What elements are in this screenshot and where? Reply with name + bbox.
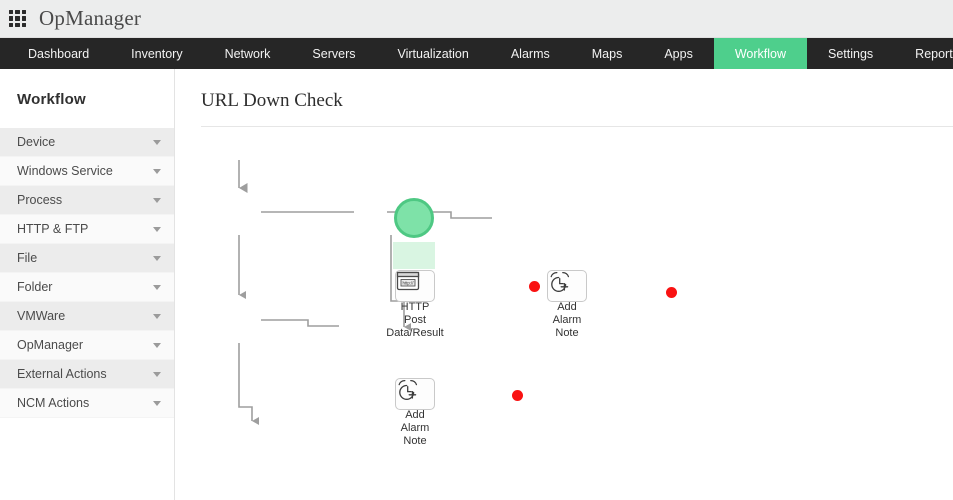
apps-grid-icon[interactable] <box>9 10 26 27</box>
workflow-content: URL Down Check <box>175 69 953 500</box>
nav-item-network[interactable]: Network <box>224 46 271 61</box>
nav-item-settings[interactable]: Settings <box>828 46 874 61</box>
label-line: Add <box>557 301 577 313</box>
main-navigation: Dashboard Inventory Network Servers Virt… <box>0 38 953 69</box>
workflow-canvas: http:// HTTP Post Data/Result <box>175 69 953 500</box>
nav-item-maps[interactable]: Maps <box>591 46 623 61</box>
sidebar-item-label: HTTP & FTP <box>17 222 89 236</box>
workflow-node-add-alarm-note-1-label: Add Alarm Note <box>519 301 615 340</box>
sidebar-item-windows-service[interactable]: Windows Service <box>0 157 174 186</box>
sidebar-item-vmware[interactable]: VMWare <box>0 302 174 331</box>
nav-item-servers[interactable]: Servers <box>312 46 356 61</box>
chevron-down-icon <box>153 342 161 348</box>
app-title: OpManager <box>39 6 142 30</box>
workflow-endpoint-2[interactable] <box>666 287 677 298</box>
browser-window-http-icon: http:// <box>396 271 420 291</box>
chevron-down-icon <box>153 255 161 261</box>
label-line: Alarm <box>400 422 430 434</box>
workflow-endpoint-3[interactable] <box>512 390 523 401</box>
nav-item-workflow[interactable]: Workflow <box>713 38 807 69</box>
chevron-down-icon <box>153 168 161 174</box>
sidebar-item-file[interactable]: File <box>0 244 174 273</box>
chevron-down-icon <box>153 371 161 377</box>
label-line: HTTP <box>400 301 430 313</box>
svg-text:http://: http:// <box>403 280 415 285</box>
workflow-node-http-post-label: HTTP Post Data/Result <box>367 301 463 340</box>
start-transition-highlight <box>393 242 435 269</box>
sidebar-item-label: Folder <box>17 280 53 294</box>
chevron-down-icon <box>153 284 161 290</box>
workflow-endpoint-1[interactable] <box>529 281 540 292</box>
sidebar-item-label: VMWare <box>17 309 66 323</box>
sidebar-item-opmanager[interactable]: OpManager <box>0 331 174 360</box>
nav-item-virtualization[interactable]: Virtualization <box>397 46 469 61</box>
label-line: Note <box>555 327 579 339</box>
alarm-clock-plus-icon <box>398 379 418 400</box>
label-line: Data/Result <box>386 327 444 339</box>
nav-item-apps[interactable]: Apps <box>664 46 693 61</box>
sidebar-item-process[interactable]: Process <box>0 186 174 215</box>
page-title: URL Down Check <box>201 90 343 111</box>
sidebar: Workflow Device Windows Service Process … <box>0 69 175 500</box>
chevron-down-icon <box>153 313 161 319</box>
workflow-start-node[interactable] <box>394 198 434 238</box>
sidebar-item-label: Windows Service <box>17 164 113 178</box>
chevron-down-icon <box>153 139 161 145</box>
workflow-node-add-alarm-note-1[interactable] <box>547 270 587 302</box>
chevron-down-icon <box>153 400 161 406</box>
workflow-node-http-post[interactable]: http:// <box>395 270 435 302</box>
sidebar-item-http-ftp[interactable]: HTTP & FTP <box>0 215 174 244</box>
app-header: OpManager <box>0 0 953 38</box>
workflow-node-add-alarm-note-2-label: Add Alarm Note <box>367 409 463 448</box>
nav-item-inventory[interactable]: Inventory <box>131 46 183 61</box>
sidebar-item-external-actions[interactable]: External Actions <box>0 360 174 389</box>
label-line: Alarm <box>552 314 582 326</box>
chevron-down-icon <box>153 197 161 203</box>
sidebar-item-label: OpManager <box>17 338 84 352</box>
nav-item-alarms[interactable]: Alarms <box>510 46 550 61</box>
chevron-down-icon <box>153 226 161 232</box>
label-line: Post <box>403 314 426 326</box>
workflow-node-add-alarm-note-2[interactable] <box>395 378 435 410</box>
sidebar-item-label: NCM Actions <box>17 396 90 410</box>
sidebar-item-label: File <box>17 251 38 265</box>
label-line: Note <box>403 435 427 447</box>
nav-item-reports[interactable]: Reports <box>915 46 953 61</box>
sidebar-item-ncm-actions[interactable]: NCM Actions <box>0 389 174 418</box>
alarm-clock-plus-icon <box>550 271 570 292</box>
sidebar-item-folder[interactable]: Folder <box>0 273 174 302</box>
sidebar-title: Workflow <box>17 91 86 108</box>
page-body: Workflow Device Windows Service Process … <box>0 69 953 500</box>
nav-item-dashboard[interactable]: Dashboard <box>28 46 90 61</box>
sidebar-item-label: Device <box>17 135 56 149</box>
sidebar-item-label: Process <box>17 193 63 207</box>
sidebar-item-label: External Actions <box>17 367 107 381</box>
title-divider <box>201 126 953 127</box>
sidebar-item-device[interactable]: Device <box>0 128 174 157</box>
label-line: Add <box>405 409 425 421</box>
